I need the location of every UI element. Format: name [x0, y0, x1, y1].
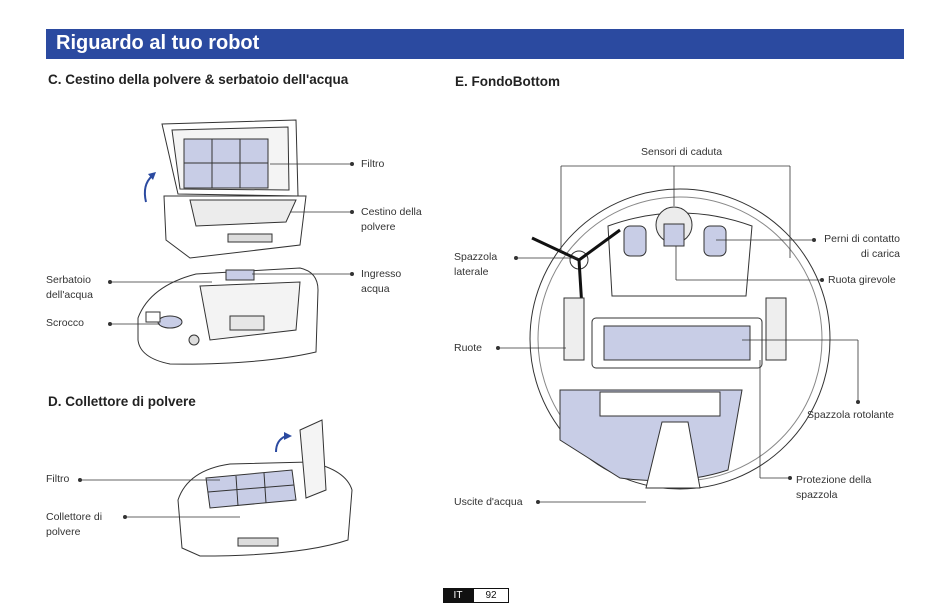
robot-bottom-illustration — [529, 188, 831, 490]
arrow-head-icon — [148, 172, 156, 180]
label-filtro-d: Filtro — [46, 473, 70, 485]
dust-bin-illustration — [161, 119, 307, 259]
page-title: Riguardo al tuo robot — [56, 32, 260, 54]
label-filtro-c: Filtro — [361, 158, 385, 170]
callout-lines-c — [80, 163, 352, 518]
section-d-title: D. Collettore di polvere — [48, 394, 196, 409]
section-c-title: C. Cestino della polvere & serbatoio del… — [48, 72, 349, 87]
callout-lines-e — [498, 165, 859, 503]
language-badge: IT — [443, 588, 473, 603]
label-ruote: Ruote — [454, 342, 483, 354]
page-number: 92 — [473, 588, 509, 603]
label-ingresso: Ingresso acqua — [361, 268, 402, 295]
label-serbatoio: Serbatoio dell'acqua — [46, 274, 93, 301]
arrow-head-icon — [284, 432, 292, 440]
dust-collector-illustration — [177, 419, 353, 557]
label-protezione: Protezione della spazzola — [796, 474, 872, 501]
water-tank-illustration — [137, 267, 319, 365]
label-perni: Perni di contatto di carica — [824, 233, 900, 260]
callout-dots-c — [78, 162, 354, 519]
label-spazzola-rotolante: Spazzola rotolante — [807, 409, 894, 421]
label-spazzola-laterale: Spazzola laterale — [454, 251, 498, 278]
label-uscite: Uscite d'acqua — [454, 496, 523, 508]
lift-arrow-icon — [143, 175, 153, 203]
label-collettore: Collettore di polvere — [46, 511, 103, 538]
label-sensori: Sensori di caduta — [641, 146, 723, 158]
callout-dots-e — [496, 238, 860, 504]
label-ruota-girevole: Ruota girevole — [828, 274, 896, 286]
label-cestino: Cestino della polvere — [361, 206, 422, 233]
label-scrocco: Scrocco — [46, 317, 84, 329]
section-e-title: E. FondoBottom — [455, 74, 560, 89]
page-header-banner: Riguardo al tuo robot — [46, 29, 904, 59]
